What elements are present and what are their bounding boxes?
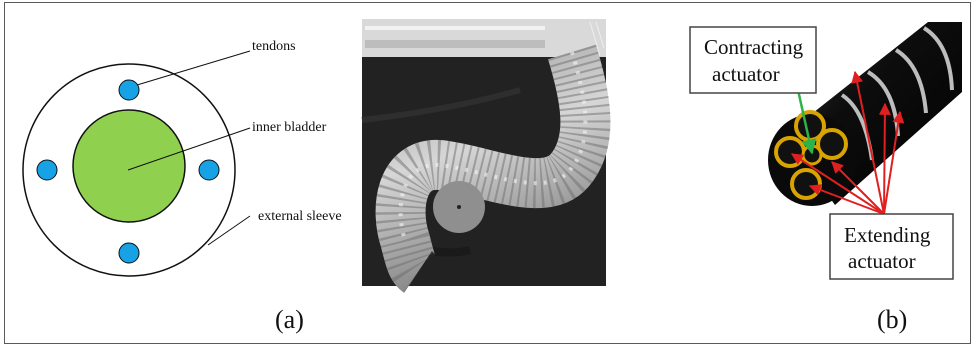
actuator-left (776, 138, 804, 166)
tendon-left (37, 160, 57, 180)
inner-bladder-label: inner bladder (252, 120, 327, 135)
extending-label-line2: actuator (848, 249, 916, 273)
actuator-bottom (792, 170, 820, 198)
caption-b: (b) (877, 305, 907, 334)
contracting-label-line1: Contracting (704, 35, 804, 59)
tendon-top (119, 80, 139, 100)
actuator-render: Contracting actuator Extending actuator (690, 22, 962, 279)
inner-bladder-circle (73, 110, 185, 222)
contracting-label-line2: actuator (712, 62, 780, 86)
caption-a: (a) (275, 305, 304, 334)
tendon-right (199, 160, 219, 180)
cross-section-diagram: tendons inner bladder external sleeve (23, 39, 342, 276)
external-sleeve-label: external sleeve (258, 209, 342, 224)
extending-label-line1: Extending (844, 223, 931, 247)
extending-arrow-2 (884, 104, 885, 214)
soft-arm-photo (362, 19, 606, 286)
tendons-label: tendons (252, 39, 296, 54)
tendon-bottom (119, 243, 139, 263)
